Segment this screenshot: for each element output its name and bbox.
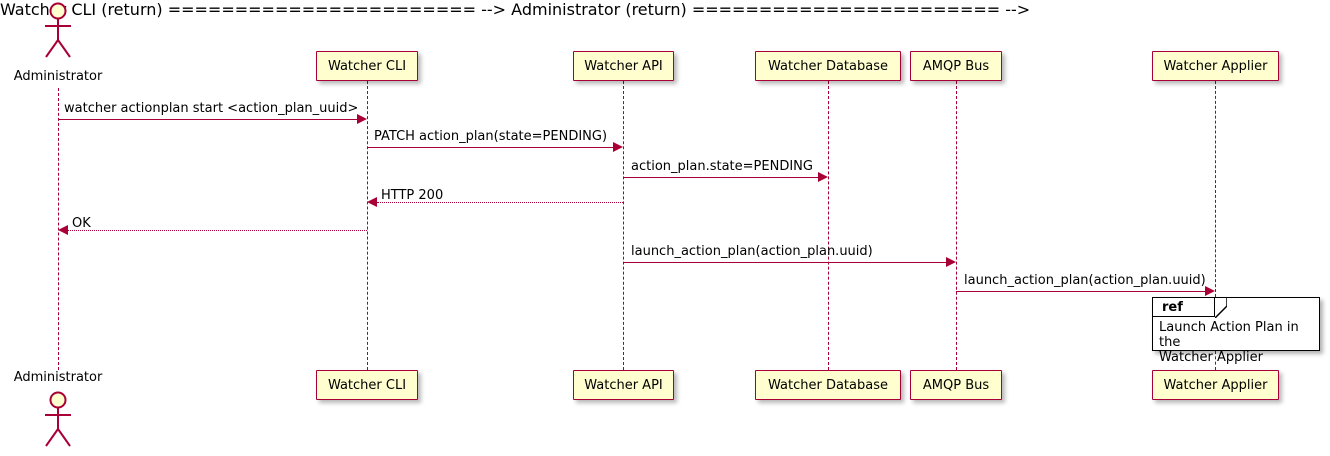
lifeline-watcher-applier-lower [1215,351,1216,370]
message-line-m2 [367,147,613,148]
participant-amqp-bus-top[interactable]: AMQP Bus [910,51,1002,81]
participant-watcher-database-bottom[interactable]: Watcher Database [755,370,901,400]
message-label-m2: PATCH action_plan(state=PENDING) [374,129,608,144]
message-arrowhead-m6 [946,257,956,267]
participant-watcher-database-top[interactable]: Watcher Database [755,51,901,81]
participant-watcher-applier-top[interactable]: Watcher Applier [1152,51,1279,81]
lifeline-watcher-api [623,81,624,370]
actor-label-administrator-bottom: Administrator [13,370,103,385]
ref-fragment-tab: ref [1153,298,1215,317]
lifeline-watcher-cli [367,81,368,370]
ref-fragment: ref Launch Action Plan in the Watcher Ap… [1152,297,1320,365]
participant-label: Watcher Applier [1163,58,1268,74]
participant-label: Watcher CLI [327,377,407,393]
participant-watcher-api-bottom[interactable]: Watcher API [573,370,674,400]
participant-label: AMQP Bus [922,58,990,74]
message-label-m6: launch_action_plan(action_plan.uuid) [631,244,873,259]
message-label-m7: launch_action_plan(action_plan.uuid) [964,273,1206,288]
message-line-m1 [58,119,357,120]
message-arrowhead-m3 [818,172,828,182]
message-label-m1: watcher actionplan start <action_plan_uu… [64,101,359,116]
participant-watcher-api-top[interactable]: Watcher API [573,51,674,81]
actor-figure-top [36,2,80,62]
message-arrowhead-m4 [367,197,377,207]
message-arrowhead-m1 [357,114,367,124]
participant-label: Watcher Database [768,377,888,393]
ref-fragment-body: Launch Action Plan in the Watcher Applie… [1159,320,1315,365]
message-line-m5 [68,230,367,231]
ref-fragment-tab-label: ref [1162,299,1183,315]
participant-watcher-applier-bottom[interactable]: Watcher Applier [1152,370,1279,400]
actor-figure-bottom [36,390,80,452]
participant-label: Watcher API [584,58,663,74]
participant-label: Watcher API [584,377,663,393]
lifeline-watcher-database [828,81,829,370]
participant-amqp-bus-bottom[interactable]: AMQP Bus [910,370,1002,400]
message-line-m4 [377,202,623,203]
participant-watcher-cli-bottom[interactable]: Watcher CLI [316,370,418,400]
message-arrowhead-m5 [58,225,68,235]
message-label-m4: HTTP 200 [381,188,444,203]
message-arrowhead-m7 [1205,286,1215,296]
participant-label: Watcher CLI [327,58,407,74]
message-line-m6 [623,262,946,263]
lifeline-amqp-bus [956,81,957,370]
message-line-m3 [623,177,818,178]
message-line-m7 [956,291,1205,292]
message-label-m3: action_plan.state=PENDING [631,159,813,174]
participant-label: Watcher Database [768,58,888,74]
participant-label: AMQP Bus [922,377,990,393]
message-label-m5: OK [72,216,91,231]
participant-label: Watcher Applier [1163,377,1268,393]
participant-watcher-cli-top[interactable]: Watcher CLI [316,51,418,81]
lifeline-watcher-applier [1215,81,1216,297]
message-arrowhead-m2 [613,142,623,152]
actor-label-administrator-top: Administrator [13,69,103,84]
ref-fragment-line-1: Launch Action Plan in the [1159,320,1299,350]
ref-fragment-line-2: Watcher Applier [1159,350,1263,365]
